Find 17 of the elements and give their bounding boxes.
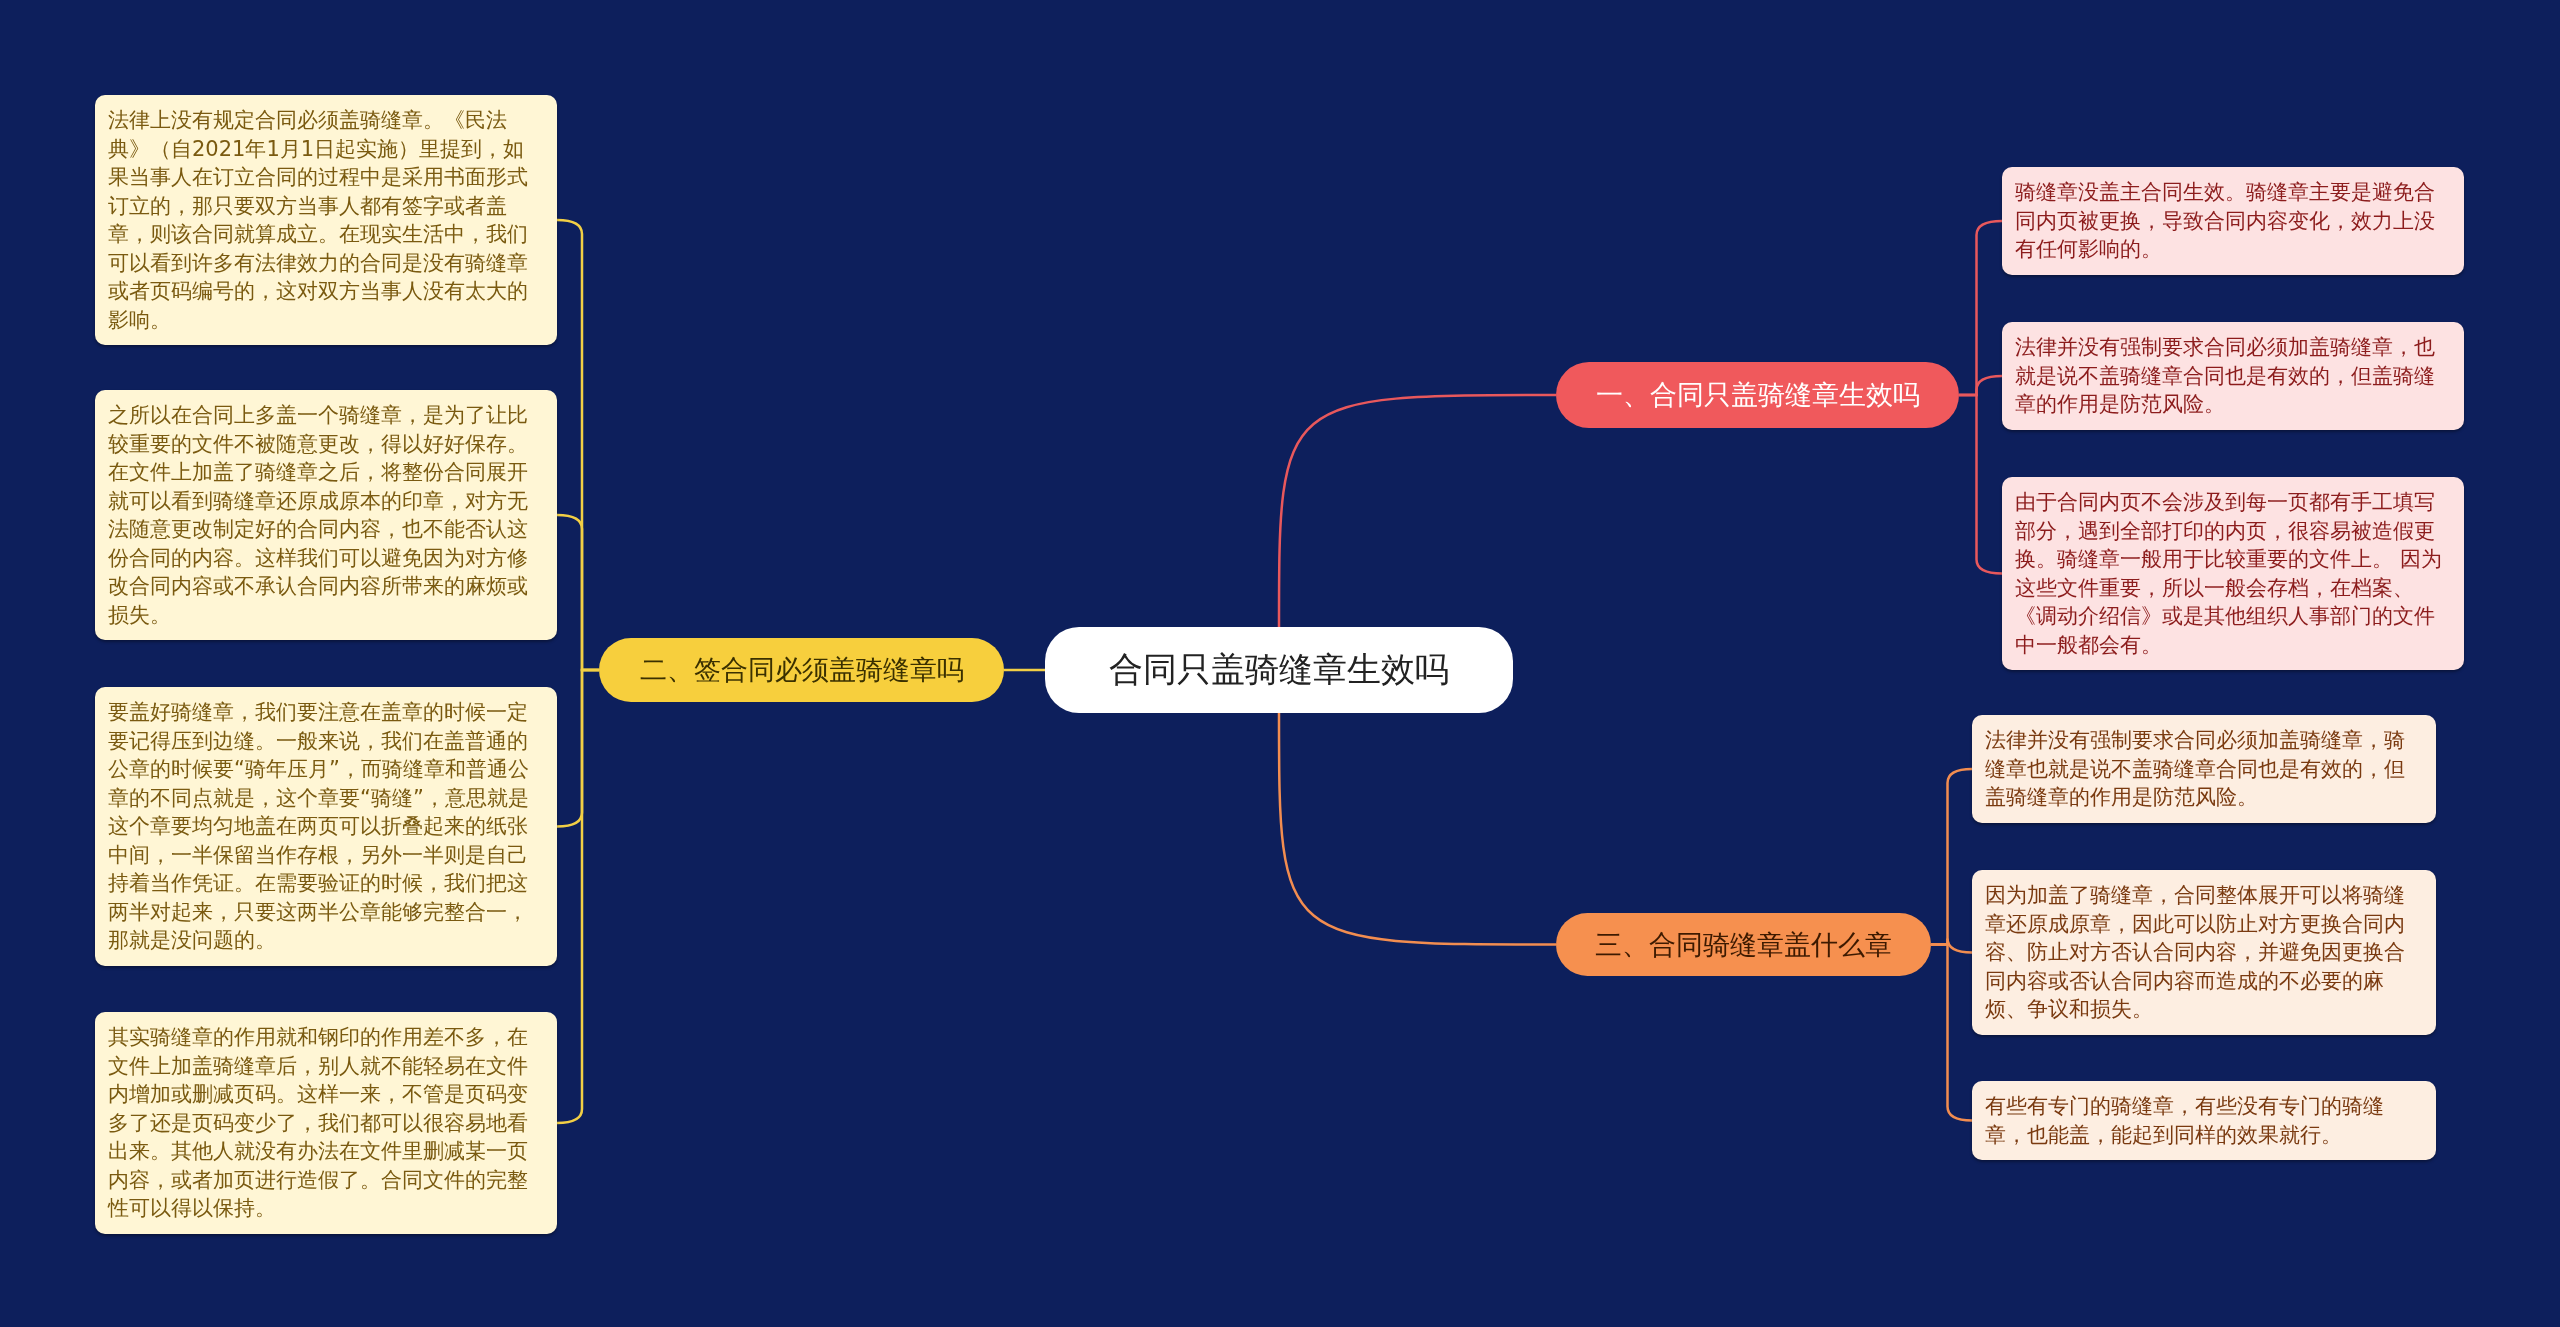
note-card: 之所以在合同上多盖一个骑缝章，是为了让比较重要的文件不被随意更改，得以好好保存。在文件上加盖了骑缝章之后，将整份合同展开就可以看到骑缝章还原成原本的印章，对方无法随意更改制定好的合同内容，也不能否认这份合同的内容。这样我们可以避免因为对方修改合同内容或不承认合同内容所带来的麻烦或损失。 bbox=[95, 390, 557, 640]
branch-topic: 二、签合同必须盖骑缝章吗 bbox=[599, 638, 1004, 702]
note-card: 因为加盖了骑缝章，合同整体展开可以将骑缝章还原成原章，因此可以防止对方更换合同内容、防止对方否认合同内容，并避免因更换合同内容或否认合同内容而造成的不必要的麻烦、争议和损失。 bbox=[1972, 870, 2436, 1035]
central-topic: 合同只盖骑缝章生效吗 bbox=[1045, 627, 1513, 713]
note-card: 其实骑缝章的作用就和钢印的作用差不多，在文件上加盖骑缝章后，别人就不能轻易在文件内增加或删减页码。这样一来，不管是页码变多了还是页码变少了，我们都可以很容易地看出来。其他人就没有办法在文件里删减某一页内容，或者加页进行造假了。合同文件的完整性可以得以保持。 bbox=[95, 1012, 557, 1234]
branch-topic: 一、合同只盖骑缝章生效吗 bbox=[1556, 362, 1959, 428]
note-card: 由于合同内页不会涉及到每一页都有手工填写部分，遇到全部打印的内页，很容易被造假更换。骑缝章一般用于比较重要的文件上。 因为这些文件重要，所以一般会存档，在档案、《调动介绍信》或是其他组织人事部门的文件中一般都会有。 bbox=[2002, 477, 2464, 670]
connector-line bbox=[1004, 668, 1045, 672]
note-card: 骑缝章没盖主合同生效。骑缝章主要是避免合同内页被更换，导致合同内容变化，效力上没有任何影响的。 bbox=[2002, 167, 2464, 275]
note-card: 有些有专门的骑缝章，有些没有专门的骑缝章，也能盖，能起到同样的效果就行。 bbox=[1972, 1081, 2436, 1160]
connector-line bbox=[1277, 713, 1556, 946]
branch-topic: 三、合同骑缝章盖什么章 bbox=[1556, 913, 1931, 976]
note-card: 法律并没有强制要求合同必须加盖骑缝章，也就是说不盖骑缝章合同也是有效的，但盖骑缝章的作用是防范风险。 bbox=[2002, 322, 2464, 430]
note-card: 法律上没有规定合同必须盖骑缝章。《民法典》（自2021年1月1日起实施）里提到，如果当事人在订立合同的过程中是采用书面形式订立的，那只要双方当事人都有签字或者盖章，则该合同就算成立。在现实生活中，我们可以看到许多有法律效力的合同是没有骑缝章或者页码编号的，这对双方当事人没有太大的影响。 bbox=[95, 95, 557, 345]
note-card: 要盖好骑缝章，我们要注意在盖章的时候一定要记得压到边缝。一般来说，我们在盖普通的公章的时候要“骑年压月”，而骑缝章和普通公章的不同点就是，这个章要“骑缝”，意思就是这个章要均匀地盖在两页可以折叠起来的纸张中间，一半保留当作存根，另外一半则是自己持着当作凭证。在需要验证的时候，我们把这两半对起来，只要这两半公章能够完整合一，那就是没问题的。 bbox=[95, 687, 557, 966]
connector-line bbox=[1277, 393, 1556, 627]
note-card: 法律并没有强制要求合同必须加盖骑缝章，骑缝章也就是说不盖骑缝章合同也是有效的，但盖骑缝章的作用是防范风险。 bbox=[1972, 715, 2436, 823]
